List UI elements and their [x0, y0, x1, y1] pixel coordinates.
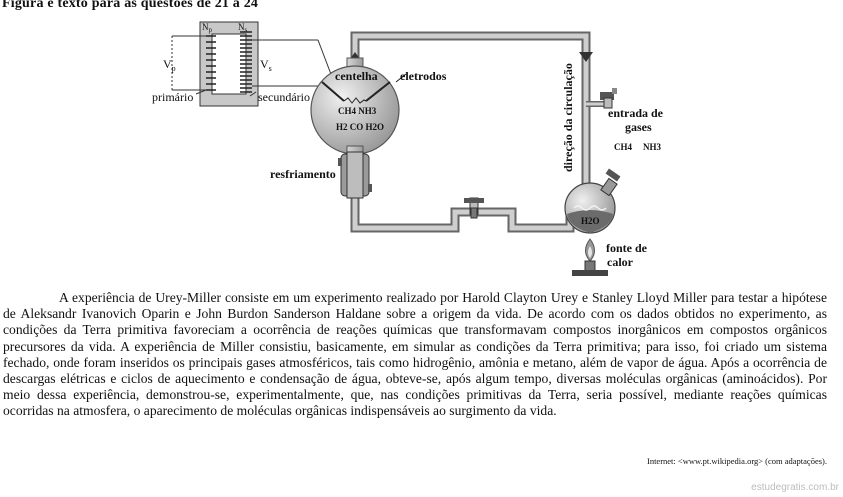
condenser	[338, 151, 372, 199]
boiling-flask	[564, 168, 621, 234]
label-primario: primário	[152, 90, 193, 104]
watermark: estudegratis.com.br	[751, 482, 839, 493]
label-ch4-nh3: CH4 NH3	[338, 106, 377, 116]
label-fonte-calor-1: fonte de	[606, 241, 648, 255]
sampling-stopcock	[464, 197, 484, 219]
label-ns: Ns	[238, 22, 248, 34]
main-paragraph: A experiência de Urey-Miller consiste em…	[3, 290, 827, 419]
label-vs: Vs	[260, 57, 272, 73]
label-ch4: CH4	[614, 142, 633, 152]
label-resfriamento: resfriamento	[270, 167, 336, 181]
arrow-down-icon	[579, 52, 593, 62]
source-citation: Internet: <www.pt.wikipedia.org> (com ad…	[646, 456, 827, 466]
label-centelha: centelha	[335, 69, 378, 83]
label-h2o: H2O	[581, 216, 600, 226]
label-eletrodos: eletrodos	[400, 69, 447, 83]
bunsen-burner	[572, 238, 608, 276]
label-np: Np	[202, 22, 213, 34]
label-entrada-gases-1: entrada de	[608, 106, 664, 120]
miller-urey-apparatus-figure: Np Ns Vp Vs primário secundário centelha…	[152, 21, 664, 276]
label-direcao-circulacao: direção da circulação	[561, 63, 575, 172]
label-entrada-gases-2: gases	[625, 120, 652, 134]
circulation-tubing	[350, 31, 604, 233]
label-fonte-calor-2: calor	[607, 255, 634, 269]
label-h2-co-h2o: H2 CO H2O	[336, 122, 384, 132]
questions-heading: Figura e texto para as questões de 21 a …	[2, 0, 259, 11]
label-secundario: secundário	[258, 90, 310, 104]
label-vp: Vp	[163, 57, 176, 73]
transformer	[171, 21, 347, 107]
label-nh3: NH3	[643, 142, 662, 152]
gas-inlet-valve	[600, 88, 617, 109]
